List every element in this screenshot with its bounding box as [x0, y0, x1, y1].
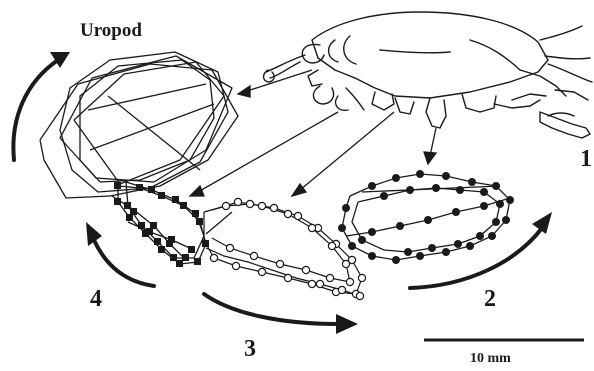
arrow-3 — [204, 294, 338, 324]
trajectory-4-pointer-line — [198, 112, 338, 192]
trajectory-3-pointer-head — [292, 184, 306, 196]
scale-bar-label: 10 mm — [470, 351, 511, 366]
arrow-4 — [94, 240, 154, 286]
uropod-trajectory — [40, 52, 238, 198]
trajectory-3-pointer-line — [300, 112, 394, 190]
arrow-3-arrowhead — [336, 314, 358, 334]
uropod-label: Uropod — [80, 20, 142, 41]
phase-2-label: 2 — [484, 286, 496, 312]
trajectory-1-pointer-line — [430, 128, 436, 156]
uropod-pointer-line — [244, 70, 312, 92]
trajectory-3-markers — [210, 198, 365, 299]
trajectory-4-pointer-head — [190, 186, 204, 196]
phase-1-label: 1 — [580, 146, 592, 172]
uropod-motion-arrow — [13, 60, 58, 160]
animal-outline — [264, 12, 593, 138]
scale-bar: 10 mm — [424, 340, 584, 366]
phase-3-label: 3 — [244, 336, 256, 362]
arrow-2-arrowhead — [532, 212, 552, 234]
trajectory-1-pointer-head — [424, 152, 436, 164]
phase-4-label: 4 — [90, 286, 102, 312]
uropod-pointer-head — [238, 86, 250, 97]
